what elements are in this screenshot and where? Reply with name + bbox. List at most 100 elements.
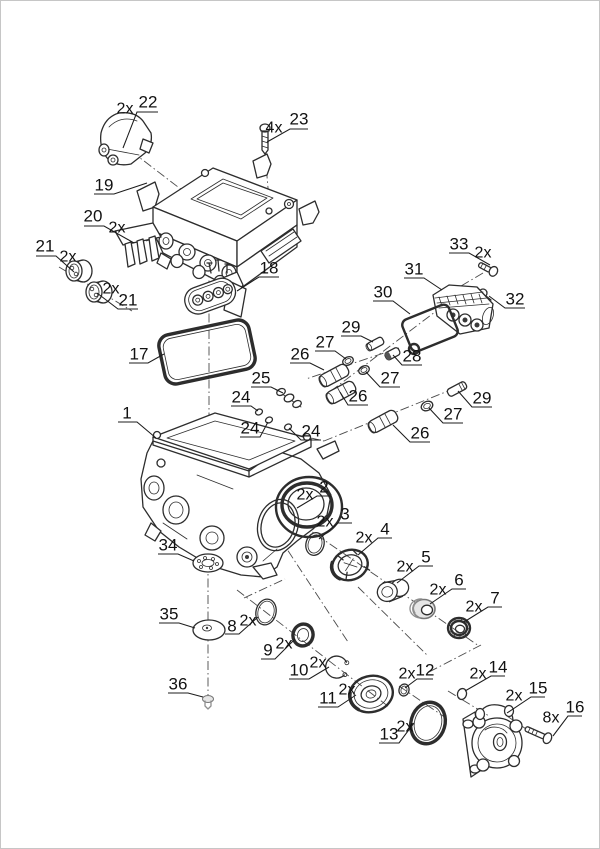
callout-leader-line xyxy=(464,675,505,692)
callout-number-15: 15 xyxy=(529,679,548,698)
axis-line xyxy=(247,487,480,647)
callout-number-26: 26 xyxy=(411,424,430,443)
part-7-bearing-seal xyxy=(446,616,472,640)
callout-number-36: 36 xyxy=(169,675,188,694)
callout-number-26: 26 xyxy=(291,345,310,364)
callout-number-21: 21 xyxy=(119,291,138,310)
callout-number-24: 24 xyxy=(241,419,260,438)
part-29-sleeve-a xyxy=(365,336,385,352)
callout-leader-line xyxy=(118,421,157,439)
part-29-sleeve-b xyxy=(446,381,468,397)
callout-number-25: 25 xyxy=(252,369,271,388)
callout-quantity: 2x xyxy=(60,249,77,266)
callout-leader-line xyxy=(251,386,284,394)
callout-number-1: 1 xyxy=(122,404,131,423)
callout-number-33: 33 xyxy=(450,235,469,254)
callout-number-7: 7 xyxy=(490,589,499,608)
part-26-silencer-a xyxy=(318,363,350,388)
callout-number-23: 23 xyxy=(290,110,309,129)
callout-number-22: 22 xyxy=(139,93,158,112)
callout-number-3: 3 xyxy=(340,505,349,524)
callout-leader-line xyxy=(457,390,492,408)
callout-leader-line xyxy=(449,252,491,266)
callout-leader-line xyxy=(552,715,582,737)
part-28-sleeve xyxy=(384,347,401,361)
callout-leader-line xyxy=(404,678,433,689)
callout-number-11: 11 xyxy=(319,689,337,708)
callout-quantity: 2x xyxy=(310,655,327,672)
callout-leader-line xyxy=(339,391,368,406)
callout-number-29: 29 xyxy=(342,318,361,337)
callout-number-13: 13 xyxy=(380,725,399,744)
callout-number-10: 10 xyxy=(290,661,309,680)
part-24-oring-c xyxy=(283,423,293,431)
callout-leader-line xyxy=(94,182,148,195)
part-24-oring-a xyxy=(254,408,264,416)
part-34-washer xyxy=(192,553,224,573)
callout-leader-line xyxy=(392,354,422,366)
axis-line xyxy=(428,644,482,673)
callout-leader-line xyxy=(129,353,165,364)
part-18-solenoid-block xyxy=(184,259,247,318)
part-19-ecu-housing xyxy=(136,153,320,300)
callout-leader-line xyxy=(404,277,443,291)
part-1-valve-body xyxy=(140,412,344,580)
callout-leader-line xyxy=(392,424,430,443)
part-9-lip-seal xyxy=(291,622,315,648)
part-25-valve-links xyxy=(274,387,302,409)
callout-number-18: 18 xyxy=(260,259,279,278)
callout-number-24: 24 xyxy=(302,422,321,441)
callout-number-29: 29 xyxy=(473,389,492,408)
part-27-oring-a xyxy=(342,356,354,366)
callout-number-2: 2 xyxy=(319,478,328,497)
axis-line xyxy=(398,685,447,719)
callout-leader-line xyxy=(236,276,279,292)
callout-number-12: 12 xyxy=(416,661,435,680)
callout-leader-line xyxy=(168,692,204,698)
part-27-oring-b xyxy=(358,365,370,375)
callout-leader-line xyxy=(96,292,138,310)
part-5-seal-cup xyxy=(376,578,410,603)
callout-leader-line xyxy=(506,696,545,714)
part-15-end-cover xyxy=(462,704,523,778)
callout-quantity: 2x xyxy=(397,559,414,576)
callout-leader-line xyxy=(225,616,259,635)
callout-quantity: 2x xyxy=(397,719,414,736)
axis-line xyxy=(58,266,133,312)
callout-quantity: 2x xyxy=(356,530,373,547)
axis-line xyxy=(243,578,286,599)
callout-number-27: 27 xyxy=(381,369,400,388)
callout-quantity: 2x xyxy=(117,101,134,118)
callout-leader-line xyxy=(463,606,502,623)
callout-leader-line xyxy=(122,111,158,149)
part-16-screw xyxy=(524,726,553,745)
axis-line xyxy=(278,536,349,643)
callout-quantity: 2x xyxy=(240,613,257,630)
callout-number-30: 30 xyxy=(374,283,393,302)
part-17-gasket xyxy=(157,318,257,386)
callout-number-27: 27 xyxy=(316,333,335,352)
callout-leader-line xyxy=(158,553,195,562)
part-35-diaphragm xyxy=(192,619,226,641)
callout-leader-line xyxy=(428,407,463,424)
callout-number-4: 4 xyxy=(380,520,389,539)
callout-leader-line xyxy=(379,722,415,744)
callout-number-17: 17 xyxy=(130,345,149,364)
callout-quantity: 4x xyxy=(266,120,283,137)
callout-number-32: 32 xyxy=(506,290,525,309)
callout-leader-line xyxy=(365,371,400,388)
axis-line xyxy=(330,295,457,392)
callout-leader-line xyxy=(488,295,525,309)
parts-layer xyxy=(65,112,553,778)
part-8-oring xyxy=(255,598,277,626)
callout-number-35: 35 xyxy=(160,605,179,624)
callout-quantity: 2x xyxy=(475,245,492,262)
part-36-screw xyxy=(202,695,214,710)
callout-leader-line xyxy=(429,588,466,605)
callout-leader-line xyxy=(261,638,296,660)
callout-number-6: 6 xyxy=(454,571,463,590)
callout-leader-line xyxy=(315,350,347,360)
callout-number-19: 19 xyxy=(95,176,114,195)
callout-number-16: 16 xyxy=(566,698,585,717)
